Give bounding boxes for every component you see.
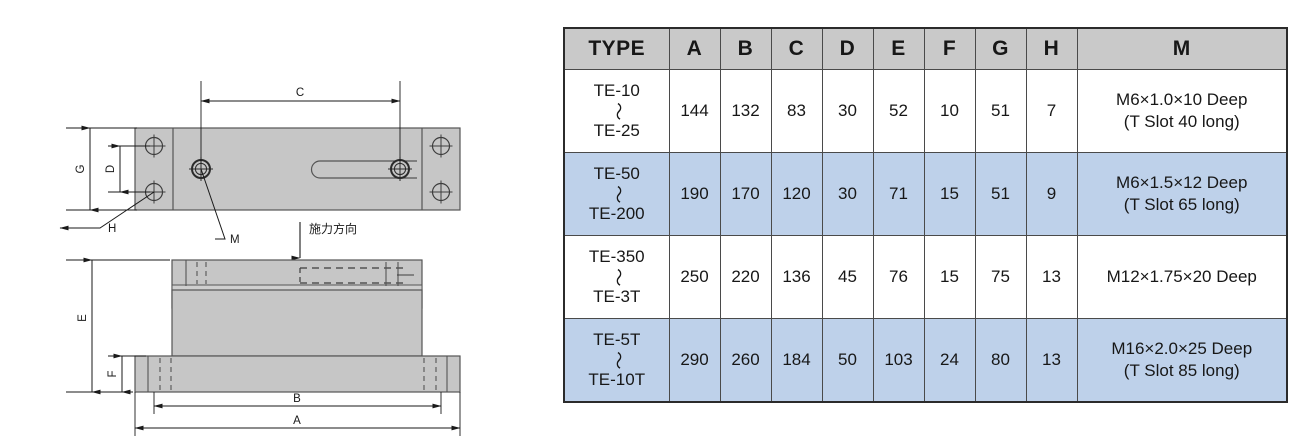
thread-spec-main: M6×1.5×12 Deep	[1116, 173, 1248, 193]
cell-dim-d: 30	[821, 152, 874, 236]
mounting-hole-top-left	[142, 134, 166, 158]
cell-dim-h: 7	[1025, 69, 1078, 153]
dimension-label-h: H	[108, 223, 116, 235]
cell-dim-b: 132	[719, 69, 772, 153]
cell-type: TE-350〜TE-3T	[563, 235, 670, 319]
dimension-label-c: C	[296, 87, 304, 99]
cell-dim-f: 15	[923, 152, 976, 236]
cell-dim-b: 170	[719, 152, 772, 236]
cell-dim-b: 260	[719, 318, 772, 403]
cell-dim-f: 24	[923, 318, 976, 403]
t-slot	[310, 160, 417, 179]
cell-thread-spec: M16×2.0×25 Deep (T Slot 85 long)	[1076, 318, 1288, 403]
table-header-row: TYPE A B C D E F G H M	[563, 27, 1288, 70]
front-view: E F B A	[66, 257, 461, 436]
cell-dim-f: 10	[923, 69, 976, 153]
dimension-label-b: B	[293, 393, 301, 405]
dimension-label-e: E	[77, 314, 89, 322]
cell-dim-f: 15	[923, 235, 976, 319]
cell-dim-h: 9	[1025, 152, 1078, 236]
column-header-f: F	[923, 27, 976, 70]
cell-dim-g: 75	[974, 235, 1027, 319]
cell-dim-c: 184	[770, 318, 823, 403]
cell-dim-c: 136	[770, 235, 823, 319]
load-cell-drawing: C G D H M 施力方向	[59, 81, 461, 436]
cell-type: TE-50〜TE-200	[563, 152, 670, 236]
dimension-label-d: D	[105, 165, 117, 173]
cell-dim-a: 144	[668, 69, 721, 153]
type-range-to: TE-3T	[593, 287, 641, 307]
type-range-from: TE-10	[593, 80, 640, 100]
cell-dim-g: 80	[974, 318, 1027, 403]
h-leader-line	[59, 191, 155, 231]
cell-type: TE-5T〜TE-10T	[563, 318, 670, 403]
type-range-to: TE-25	[593, 121, 640, 141]
mounting-hole-top-right	[429, 134, 453, 158]
column-header-d: D	[821, 27, 874, 70]
column-header-h: H	[1025, 27, 1078, 70]
type-range-from: TE-350	[588, 246, 645, 266]
dimension-label-f: F	[107, 370, 119, 377]
cell-dim-d: 45	[821, 235, 874, 319]
type-range-from: TE-50	[593, 163, 640, 183]
cell-thread-spec: M6×1.0×10 Deep (T Slot 40 long)	[1076, 69, 1288, 153]
dimension-label-a: A	[293, 415, 301, 427]
base-flange	[134, 355, 461, 393]
cell-dim-g: 51	[974, 69, 1027, 153]
cell-dim-b: 220	[719, 235, 772, 319]
technical-drawing-panel: C G D H M 施力方向	[0, 0, 560, 446]
cell-dim-d: 30	[821, 69, 874, 153]
type-range-from: TE-5T	[593, 329, 641, 349]
force-direction-label: 施力方向	[309, 221, 357, 236]
dimension-label-m: M	[230, 234, 240, 246]
column-header-a: A	[668, 27, 721, 70]
mounting-hole-bottom-right	[429, 180, 453, 204]
cell-dim-g: 51	[974, 152, 1027, 236]
center-web	[171, 289, 423, 357]
cell-dim-e: 76	[872, 235, 925, 319]
column-header-g: G	[974, 27, 1027, 70]
cell-dim-a: 250	[668, 235, 721, 319]
cell-dim-e: 71	[872, 152, 925, 236]
cell-dim-a: 190	[668, 152, 721, 236]
column-header-b: B	[719, 27, 772, 70]
column-header-e: E	[872, 27, 925, 70]
cell-dim-h: 13	[1025, 235, 1078, 319]
thread-spec-slot-note: (T Slot 40 long)	[1123, 112, 1240, 131]
cell-dim-a: 290	[668, 318, 721, 403]
cell-dim-h: 13	[1025, 318, 1078, 403]
cell-thread-spec: M12×1.75×20 Deep	[1076, 235, 1288, 319]
beam-split-strip	[171, 284, 423, 291]
thread-spec-slot-note: (T Slot 85 long)	[1123, 361, 1240, 380]
type-range-to: TE-10T	[588, 370, 646, 390]
m-leader-line	[200, 168, 226, 240]
type-range-separator: 〜	[609, 350, 627, 370]
thread-spec-slot-note: (T Slot 65 long)	[1123, 195, 1240, 214]
column-header-type: TYPE	[563, 27, 670, 70]
column-header-c: C	[770, 27, 823, 70]
cell-dim-c: 120	[770, 152, 823, 236]
cell-dim-e: 52	[872, 69, 925, 153]
column-header-m: M	[1076, 27, 1288, 70]
thread-spec-main: M6×1.0×10 Deep	[1116, 90, 1248, 110]
top-view: C G D H M 施力方向	[59, 81, 461, 261]
thread-spec-main: M12×1.75×20 Deep	[1106, 267, 1257, 287]
cell-dim-c: 83	[770, 69, 823, 153]
type-range-to: TE-200	[588, 204, 645, 224]
cell-thread-spec: M6×1.5×12 Deep (T Slot 65 long)	[1076, 152, 1288, 236]
dimension-label-g: G	[75, 164, 87, 173]
cell-dim-d: 50	[821, 318, 874, 403]
thread-spec-main: M16×2.0×25 Deep	[1111, 339, 1253, 359]
cell-dim-e: 103	[872, 318, 925, 403]
